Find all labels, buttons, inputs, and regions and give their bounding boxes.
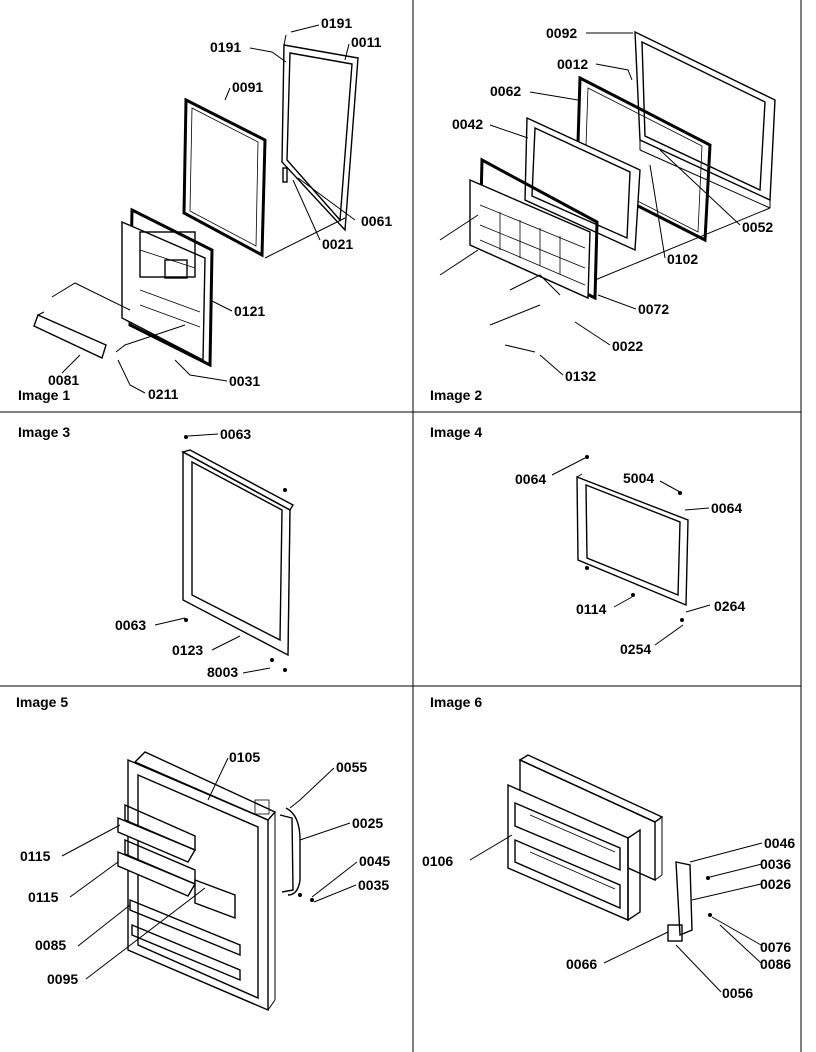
part-label-0114: 0114	[576, 601, 607, 617]
part-label-0011: 0011	[351, 34, 382, 50]
freezer-door-part	[576, 455, 689, 622]
door-gasket-part	[182, 97, 267, 258]
part-label-0115-lower: 0115	[28, 889, 59, 905]
part-label-0064-left: 0064	[515, 471, 546, 487]
panel-image-4: Image 4 0064 5004 0064 0114 0264 0254	[430, 424, 745, 657]
part-label-0036: 0036	[760, 856, 791, 872]
part-label-0042: 0042	[452, 116, 483, 132]
part-label-0061: 0061	[361, 213, 392, 229]
part-label-0086: 0086	[760, 956, 791, 972]
part-label-0026: 0026	[760, 876, 791, 892]
panel-title: Image 3	[18, 424, 70, 440]
freezer-drawer-assembly-part	[507, 754, 664, 922]
part-label-0022: 0022	[612, 338, 643, 354]
refrigerator-door-part	[181, 435, 294, 672]
part-label-0012: 0012	[557, 56, 588, 72]
door-assembly-part	[117, 751, 277, 1012]
part-label-0056: 0056	[722, 985, 753, 1001]
panel-title: Image 6	[430, 694, 482, 710]
part-label-0105: 0105	[229, 749, 260, 765]
drawer-outer-panel-part	[634, 30, 776, 209]
part-label-0085: 0085	[35, 937, 66, 953]
panel-image-6: Image 6 0046 0036 0106	[422, 694, 795, 1001]
panel-title: Image 4	[430, 424, 482, 440]
part-label-0191-top: 0191	[321, 15, 352, 31]
part-label-0121: 0121	[234, 303, 265, 319]
panel-title: Image 1	[18, 387, 70, 403]
part-label-8003: 8003	[207, 664, 238, 680]
part-label-0254: 0254	[620, 641, 651, 657]
part-label-0132: 0132	[565, 368, 596, 384]
part-label-0102: 0102	[667, 251, 698, 267]
part-label-0066: 0066	[566, 956, 597, 972]
door-trim-part	[254, 799, 314, 902]
door-panel-part	[281, 34, 359, 232]
part-label-0062: 0062	[490, 83, 521, 99]
part-label-0052: 0052	[742, 219, 773, 235]
drawer-slide-part	[667, 861, 712, 942]
panel-image-3: Image 3 0063 0063 0123 8003	[18, 424, 294, 680]
part-label-0063: 0063	[115, 617, 146, 633]
panel-title: Image 2	[430, 387, 482, 403]
part-label-0115-upper: 0115	[20, 848, 51, 864]
part-label-0045: 0045	[359, 853, 390, 869]
part-label-0092: 0092	[546, 25, 577, 41]
part-label-0095: 0095	[47, 971, 78, 987]
panel-image-5: Image 5	[16, 694, 390, 1012]
part-label-0021: 0021	[322, 236, 353, 252]
part-label-0055: 0055	[336, 759, 367, 775]
part-label-5004: 5004	[623, 470, 654, 486]
part-label-0035: 0035	[358, 877, 389, 893]
drawer-frame-part	[524, 116, 641, 252]
part-label-0123: 0123	[172, 642, 203, 658]
panel-image-2: Image 2	[430, 25, 776, 403]
part-label-0063-top: 0063	[220, 426, 251, 442]
part-label-0106: 0106	[422, 853, 453, 869]
panel-title: Image 5	[16, 694, 68, 710]
part-label-0064-right: 0064	[711, 500, 742, 516]
part-label-0264: 0264	[714, 598, 745, 614]
part-label-0025: 0025	[352, 815, 383, 831]
part-label-0211: 0211	[148, 386, 179, 402]
shelf-bar-part	[33, 311, 107, 359]
part-label-0081: 0081	[48, 372, 79, 388]
part-label-0072: 0072	[638, 301, 669, 317]
panel-image-1: Image 1	[18, 15, 392, 403]
part-label-0091: 0091	[232, 79, 263, 95]
drawer-basket-part	[469, 157, 599, 301]
part-label-0031: 0031	[229, 373, 260, 389]
part-label-0046: 0046	[764, 835, 795, 851]
part-label-0076: 0076	[760, 939, 791, 955]
part-label-0191: 0191	[210, 39, 241, 55]
